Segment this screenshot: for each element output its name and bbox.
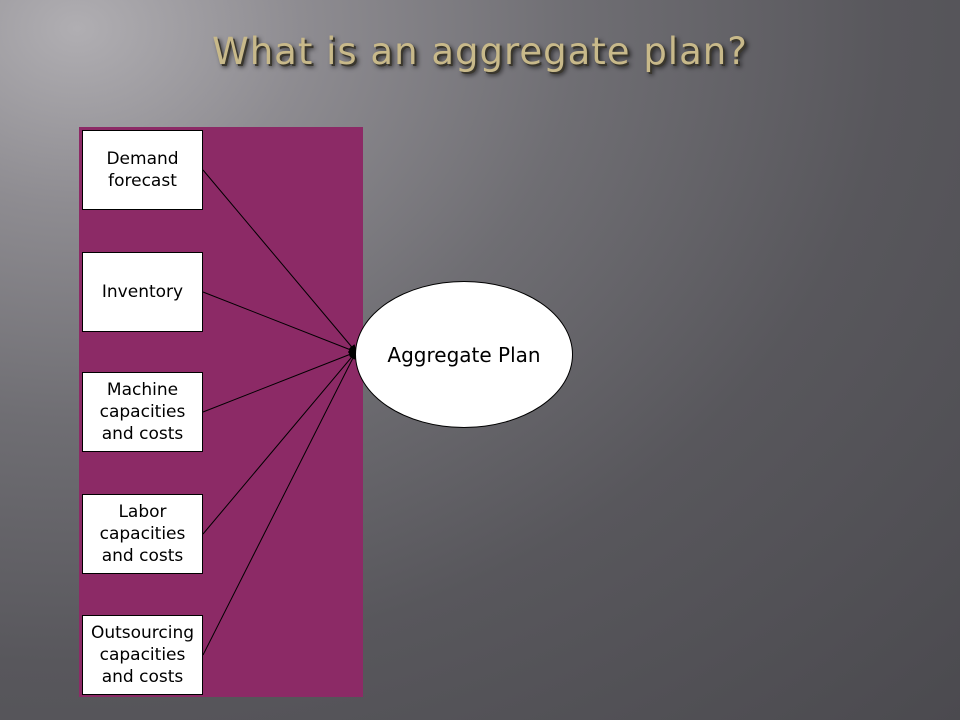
outsourcing-capacities-box: Outsourcing capacities and costs xyxy=(82,615,203,695)
aggregate-plan-ellipse: Aggregate Plan xyxy=(355,281,573,428)
demand-forecast-box: Demand forecast xyxy=(82,130,203,210)
labor-capacities-box: Labor capacities and costs xyxy=(82,494,203,574)
slide-title: What is an aggregate plan? xyxy=(212,30,748,73)
machine-capacities-box: Machine capacities and costs xyxy=(82,372,203,452)
inventory-box: Inventory xyxy=(82,252,203,332)
aggregate-plan-label: Aggregate Plan xyxy=(387,342,541,367)
